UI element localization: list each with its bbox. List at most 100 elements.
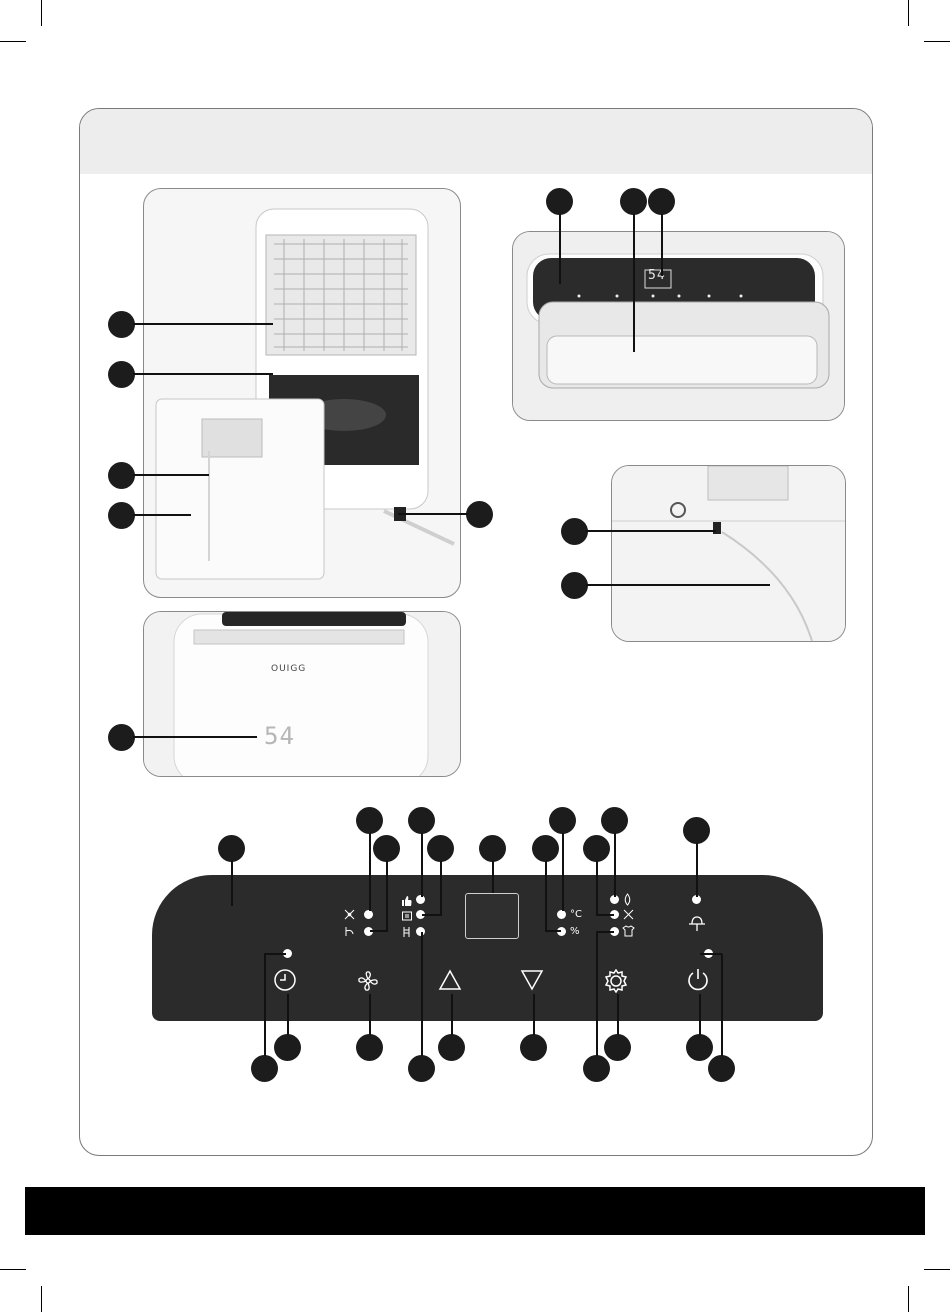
callout-marker [708, 1055, 735, 1082]
leader-line [559, 214, 561, 284]
callout-marker [108, 311, 135, 338]
callout-marker [466, 501, 493, 528]
fan-low-icon [343, 925, 356, 938]
callout-marker [427, 835, 454, 862]
callout-marker [620, 188, 647, 215]
tank-icon [688, 915, 706, 933]
leader-line [133, 736, 257, 738]
power-icon[interactable] [686, 968, 710, 992]
callout-marker [583, 1055, 610, 1082]
leader-line [699, 994, 701, 1035]
callout-marker [546, 188, 573, 215]
front-illustration [144, 612, 460, 776]
crop-mark [908, 1286, 909, 1312]
photo-drain-outlet [611, 465, 846, 642]
leader-line [586, 530, 716, 532]
callout-marker [218, 835, 245, 862]
leader-line [661, 214, 663, 276]
leader-line [370, 930, 388, 932]
callout-marker [108, 361, 135, 388]
frame-header [80, 109, 872, 174]
callout-marker [520, 1034, 547, 1061]
callout-marker [108, 502, 135, 529]
thumb-up-icon [401, 895, 413, 907]
callout-marker [561, 572, 588, 599]
leader-line [231, 861, 233, 906]
leader-line [492, 861, 494, 893]
leader-line [133, 514, 191, 516]
fan-speed-icon[interactable] [356, 969, 380, 993]
device-logo: OUIGG [271, 664, 306, 674]
leader-line [422, 914, 442, 916]
leader-line [596, 914, 614, 916]
callout-marker [561, 518, 588, 545]
crop-mark [908, 0, 909, 26]
leader-line [264, 953, 286, 955]
leader-line [596, 932, 598, 1056]
callout-marker [604, 1034, 631, 1061]
callout-marker [683, 817, 710, 844]
leader-line [614, 833, 616, 897]
callout-marker [108, 462, 135, 489]
leader-line [421, 833, 423, 897]
crop-mark [924, 1269, 950, 1270]
callout-marker [356, 1034, 383, 1061]
crop-mark [41, 1286, 42, 1312]
leader-line [133, 474, 209, 476]
leader-line [545, 861, 547, 931]
photo-device-tank [143, 188, 461, 598]
leader-line [133, 323, 273, 325]
crop-mark [924, 41, 950, 42]
timer-icon[interactable] [273, 968, 297, 992]
clothes-icon [622, 925, 635, 937]
leader-line [596, 931, 614, 933]
callout-marker [251, 1055, 278, 1082]
panel-display [465, 893, 519, 939]
leader-line [264, 954, 266, 1056]
callout-marker [438, 1034, 465, 1061]
crop-mark [0, 1269, 26, 1270]
drain-illustration [612, 466, 845, 641]
callout-marker [686, 1034, 713, 1061]
fan-icon [343, 908, 356, 921]
mode-icon[interactable] [604, 969, 628, 993]
callout-marker [648, 188, 675, 215]
leader-line [633, 214, 635, 352]
leader-line [440, 861, 442, 915]
crop-mark [41, 0, 42, 26]
leader-line [421, 932, 423, 1056]
callout-marker [549, 807, 576, 834]
continuous-drain-icon [401, 926, 413, 938]
top-panel-illustration [513, 232, 844, 420]
callout-marker [479, 835, 506, 862]
device-illustration [144, 189, 460, 597]
leader-line [398, 513, 468, 515]
leader-line [700, 953, 722, 955]
leader-line [451, 994, 453, 1035]
leader-line [596, 861, 598, 915]
down-arrow-icon[interactable] [520, 969, 544, 991]
front-display-digits: 54 [264, 722, 295, 750]
droplet-icon [622, 893, 633, 906]
leader-line [369, 994, 371, 1035]
up-arrow-icon[interactable] [438, 969, 462, 991]
leader-line [386, 861, 388, 931]
percent-label: % [570, 927, 580, 937]
leader-line [287, 994, 289, 1035]
callout-marker [108, 724, 135, 751]
celsius-label: °C [570, 910, 582, 920]
callout-marker [373, 835, 400, 862]
footer-bar [25, 1187, 925, 1235]
callout-marker [356, 807, 383, 834]
leader-line [533, 994, 535, 1035]
callout-marker [583, 835, 610, 862]
photo-front-display: OUIGG 54 [143, 611, 461, 777]
leader-line [721, 954, 723, 1056]
callout-marker [274, 1034, 301, 1061]
leader-line [696, 843, 698, 897]
callout-marker [601, 807, 628, 834]
callout-marker [408, 1055, 435, 1082]
leader-line [586, 584, 770, 586]
leader-line [617, 994, 619, 1035]
fan-high-icon [622, 908, 635, 921]
